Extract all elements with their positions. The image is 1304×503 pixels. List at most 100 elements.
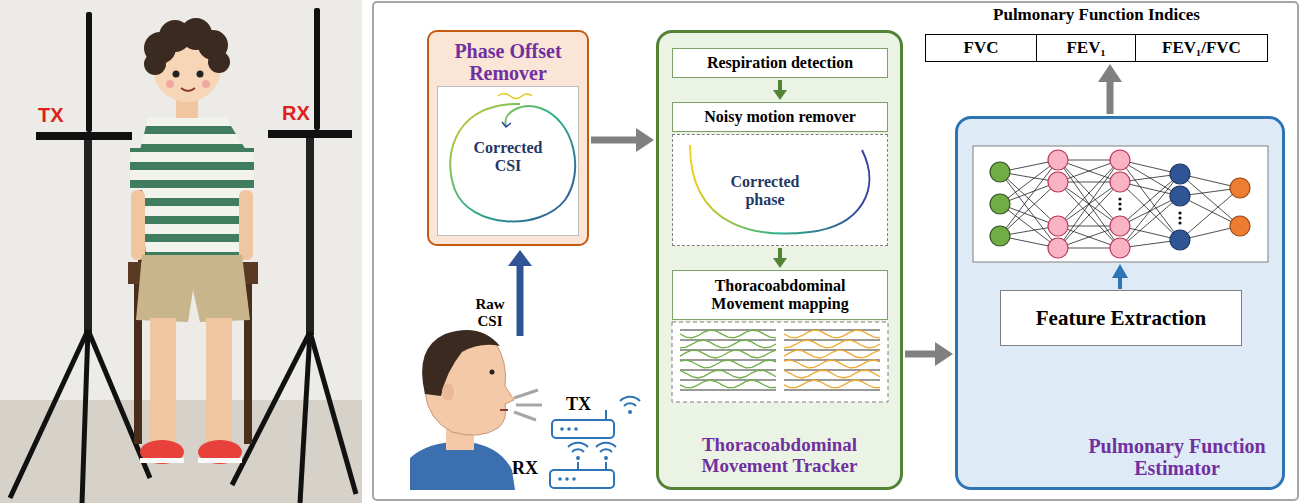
box-fill	[1036, 34, 1136, 62]
arrow-shaft	[778, 80, 782, 91]
box-fill	[427, 30, 589, 246]
photo	[0, 0, 362, 503]
neural-link	[1058, 182, 1120, 248]
box-label: Thoracoabdominal Movement mapping	[673, 277, 887, 314]
flow-arrow	[905, 342, 953, 366]
mapping-trace	[680, 330, 776, 338]
box-fill	[672, 134, 888, 246]
mapping-plot-frame	[672, 322, 888, 402]
mapping-trace	[784, 380, 880, 388]
process-box: FVC	[925, 34, 1037, 62]
box-title: Pulmonary Function Estimator	[1078, 435, 1276, 479]
mapping-trace	[784, 340, 880, 348]
box-label: Feature Extraction	[1030, 306, 1212, 330]
box-fill	[656, 30, 903, 490]
raw-csi-arrow	[508, 250, 532, 336]
box-fill	[672, 48, 888, 78]
neural-link	[1058, 160, 1120, 248]
box-label: FEV₁/FVC	[1156, 38, 1247, 58]
group-box: Thoracoabdominal Movement Tracker Respira…	[656, 30, 903, 490]
neuron	[1170, 186, 1190, 206]
arrow-shaft	[778, 248, 782, 259]
neuron	[1048, 172, 1068, 192]
ellipsis-dot	[1118, 207, 1121, 210]
box-fill	[672, 270, 888, 320]
device-label: RX	[512, 458, 538, 478]
flow-arrow	[1098, 64, 1122, 114]
box-fill	[1000, 290, 1242, 346]
arrow-head	[773, 258, 787, 268]
neural-link	[1058, 160, 1120, 226]
neuron	[1170, 230, 1190, 250]
antenna-label: RX	[282, 102, 310, 124]
box-fill	[925, 34, 1037, 62]
box-fill	[1135, 34, 1268, 62]
mapping-trace	[784, 350, 880, 358]
neuron	[1110, 150, 1130, 170]
group-box: Phase Offset RemoverCorrected CSI	[427, 30, 589, 246]
neural-net-links	[1000, 160, 1240, 248]
arrow-shaft	[591, 137, 637, 144]
node-fills	[427, 30, 1285, 490]
neuron	[1048, 216, 1068, 236]
arrow-head	[1098, 64, 1122, 82]
box-title: Corrected phase	[723, 173, 807, 208]
mapping-trace	[680, 360, 776, 368]
neuron	[1110, 172, 1130, 192]
ellipsis-dot	[1178, 221, 1181, 224]
process-box: Noisy motion remover	[672, 102, 888, 132]
process-box: Thoracoabdominal Movement mapping	[672, 270, 888, 320]
rx-router	[550, 443, 616, 488]
neuron	[1170, 164, 1190, 184]
neuron	[1230, 178, 1250, 198]
neural-net-frame	[973, 146, 1268, 262]
box-label: Respiration detection	[701, 54, 859, 72]
mapping-trace	[680, 340, 776, 348]
antenna-label: TX	[38, 104, 64, 126]
box-title: Pulmonary Function Indices	[925, 6, 1268, 25]
mapping-baseline	[784, 380, 880, 381]
neuron	[990, 162, 1010, 182]
ellipsis-dot	[1118, 202, 1121, 205]
mapping-baseline	[680, 330, 776, 331]
mapping-trace	[680, 370, 776, 378]
arrow-shaft	[905, 351, 936, 358]
process-box: FEV₁/FVC	[1135, 34, 1268, 62]
panel-outline	[373, 2, 1298, 500]
mapping-trace	[784, 360, 880, 368]
neural-link	[1058, 160, 1120, 226]
neuron	[990, 194, 1010, 214]
neuron	[990, 226, 1010, 246]
csi-plot	[450, 94, 575, 222]
box-fill	[672, 102, 888, 132]
neuron	[1230, 216, 1250, 236]
neuron	[1110, 216, 1130, 236]
ellipsis-dot	[1178, 211, 1181, 214]
neural-net-neurons	[990, 150, 1250, 258]
box-title: Thoracoabdominal Movement Tracker	[667, 435, 892, 477]
box-label: FVC	[958, 38, 1005, 58]
mapping-baseline	[680, 380, 776, 381]
box-fill	[437, 86, 579, 236]
mapping-baseline	[784, 390, 880, 391]
mapping-baseline	[680, 390, 776, 391]
box-fill	[955, 116, 1285, 490]
process-box: Feature Extraction	[1000, 290, 1242, 346]
group-box: Corrected CSI	[437, 86, 579, 236]
neural-link	[1058, 182, 1120, 248]
device-label: TX	[566, 394, 591, 414]
flow-arrow	[773, 80, 787, 100]
breathing-person	[410, 330, 542, 490]
ellipsis-dot	[1118, 197, 1121, 200]
neuron	[1048, 150, 1068, 170]
mapping-baseline	[784, 340, 880, 341]
flow-arrow	[773, 248, 787, 268]
box-label: FEV₁	[1060, 38, 1111, 58]
signal-label: Raw CSI	[466, 296, 514, 331]
mapping-trace	[784, 370, 880, 378]
arrow-shaft	[1107, 81, 1114, 114]
arrow-head	[636, 128, 654, 152]
box-title: Phase Offset Remover	[435, 40, 581, 84]
